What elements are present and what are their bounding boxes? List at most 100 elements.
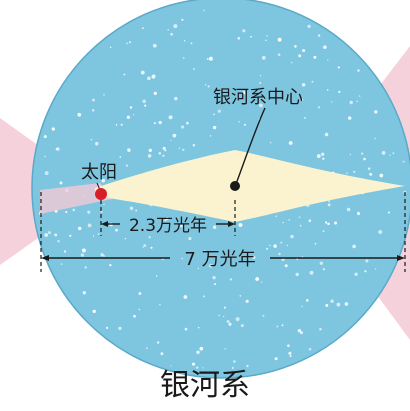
star-speck (115, 124, 118, 126)
star-speck (147, 154, 152, 158)
star-speck (239, 295, 242, 297)
star-speck (259, 74, 262, 77)
star-speck (82, 291, 86, 295)
star-speck (95, 142, 99, 146)
star-speck (346, 207, 351, 212)
star-speck (203, 249, 206, 252)
star-speck (162, 146, 166, 150)
star-speck (301, 83, 306, 87)
star-speck (363, 157, 366, 161)
star-speck (207, 85, 210, 88)
star-speck (184, 327, 188, 331)
star-speck (195, 366, 199, 369)
star-speck (222, 315, 225, 318)
star-speck (180, 224, 183, 228)
star-speck (100, 210, 103, 213)
star-speck (298, 216, 301, 219)
star-speck (269, 244, 271, 247)
star-speck (356, 211, 361, 216)
star-speck (214, 283, 216, 286)
star-speck (174, 96, 178, 101)
star-speck (266, 35, 268, 37)
star-speck (192, 143, 196, 147)
star-speck (90, 138, 93, 141)
sun-to-center-distance-label: 2.3万光年 (129, 216, 207, 236)
star-speck (316, 154, 321, 158)
star-speck (240, 324, 244, 328)
star-speck (109, 46, 112, 49)
star-speck (242, 29, 246, 33)
star-speck (288, 351, 292, 355)
star-speck (44, 171, 49, 176)
star-speck (204, 84, 207, 86)
star-speck (389, 154, 391, 156)
star-speck (188, 237, 192, 241)
star-speck (142, 246, 144, 248)
star-speck (170, 365, 172, 367)
star-speck (347, 116, 352, 120)
star-speck (374, 110, 378, 114)
star-speck (344, 302, 349, 306)
star-speck (103, 166, 105, 168)
star-speck (126, 115, 131, 119)
star-speck (109, 263, 112, 267)
star-speck (287, 344, 290, 348)
star-speck (148, 236, 151, 239)
star-speck (142, 99, 146, 104)
star-speck (277, 37, 282, 42)
star-speck (165, 217, 169, 220)
star-speck (203, 295, 206, 298)
star-speck (338, 90, 341, 93)
star-speck (115, 228, 118, 232)
star-speck (206, 58, 209, 60)
star-speck (60, 263, 63, 265)
star-speck (277, 53, 281, 57)
star-speck (119, 156, 122, 158)
galactic-center-label: 银河系中心 (213, 87, 303, 108)
star-speck (128, 41, 131, 44)
center-leader-line (235, 107, 266, 185)
star-speck (299, 224, 302, 227)
star-speck (167, 28, 169, 31)
star-speck (281, 257, 285, 262)
star-speck (288, 219, 290, 221)
star-speck (144, 104, 147, 107)
star-speck (103, 203, 105, 206)
diagram-caption: 银河系 (160, 368, 250, 403)
star-speck (87, 210, 91, 214)
star-speck (349, 153, 352, 156)
star-speck (295, 272, 299, 277)
star-speck (274, 357, 278, 361)
star-speck (228, 322, 232, 326)
star-speck (129, 106, 133, 109)
star-speck (181, 18, 184, 21)
star-speck (330, 101, 333, 103)
star-speck (379, 173, 384, 178)
star-speck (258, 103, 263, 108)
star-speck (381, 151, 386, 155)
star-speck (150, 246, 153, 249)
star-speck (300, 98, 304, 102)
star-speck (209, 135, 212, 137)
star-speck (333, 221, 338, 225)
star-speck (123, 73, 126, 76)
star-speck (364, 270, 367, 273)
star-speck (246, 364, 249, 368)
star-speck (202, 367, 204, 369)
star-speck (352, 244, 356, 249)
sightline-beam (40, 183, 112, 214)
star-speck (265, 39, 267, 42)
star-speck (301, 305, 303, 308)
star-speck (173, 24, 178, 29)
star-speck (309, 270, 314, 275)
star-speck (303, 116, 306, 119)
star-speck (357, 69, 360, 72)
star-speck (224, 347, 226, 350)
star-speck (233, 360, 236, 363)
star-speck (209, 264, 213, 268)
star-speck (196, 350, 200, 355)
star-speck (192, 68, 195, 70)
star-speck (305, 299, 309, 302)
star-speck (72, 208, 76, 212)
star-speck (43, 135, 47, 139)
